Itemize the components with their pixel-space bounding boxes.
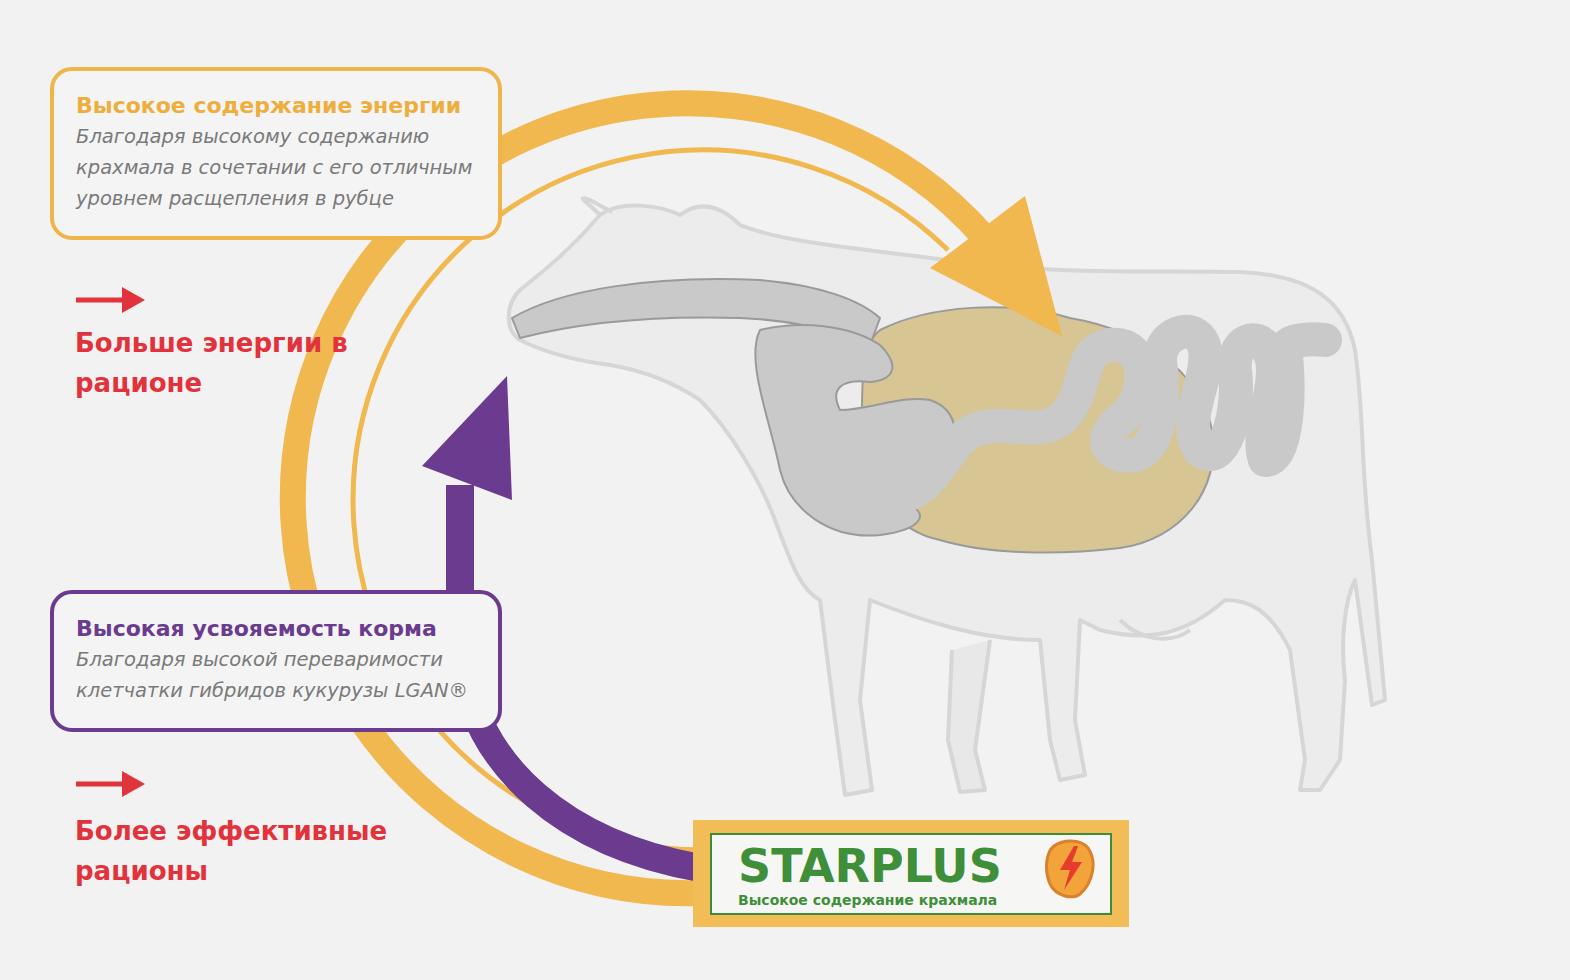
intestine xyxy=(880,332,1325,500)
digestive-tract xyxy=(512,279,1325,552)
info-box: Высокое содержание энергииБлагодаря высо… xyxy=(50,67,502,240)
cow-outline xyxy=(509,198,1385,795)
flame-icon xyxy=(1040,838,1100,900)
box-body: Благодаря высокому содержанию крахмала в… xyxy=(76,121,476,214)
box-heading: Высокое содержание энергии xyxy=(76,91,476,121)
box-body: Благодаря высокой переваримости клетчатк… xyxy=(76,644,476,706)
brand-tagline: Высокое содержание крахмала xyxy=(738,891,1040,909)
info-box: Высокая усвояемость кормаБлагодаря высок… xyxy=(50,590,502,732)
result-label: Больше энергии в рационе xyxy=(75,323,355,403)
box-heading: Высокая усвояемость корма xyxy=(76,614,476,644)
result-label: Более эффективные рационы xyxy=(75,811,415,891)
brand-name: STARPLUS xyxy=(738,841,1040,891)
